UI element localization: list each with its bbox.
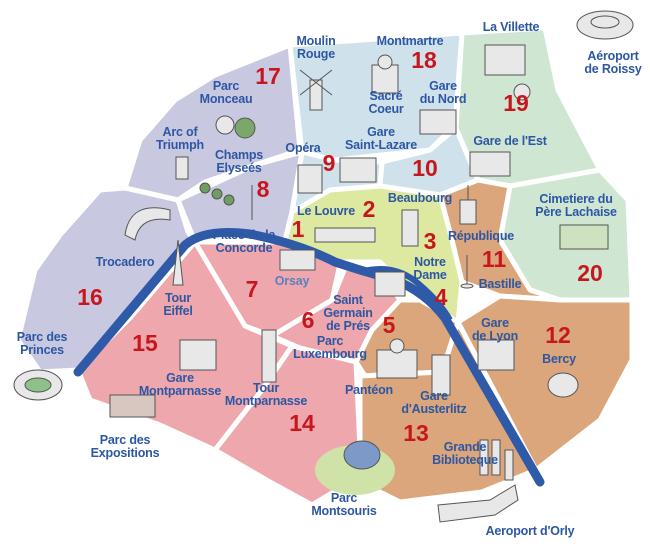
label-gare-de-lest: Gare de l'Est bbox=[473, 134, 547, 148]
parc-montsouris-icon bbox=[315, 440, 395, 495]
label-republique: République bbox=[447, 229, 515, 243]
seine-island-arm bbox=[359, 266, 453, 322]
arc-de-triomphe-icon bbox=[175, 156, 189, 180]
gare-austerlitz-icon bbox=[431, 354, 451, 396]
arrondissement-number-16: 16 bbox=[77, 284, 103, 310]
arrondissement-number-10: 10 bbox=[412, 155, 438, 181]
label-bastille: Bastille bbox=[478, 277, 522, 291]
seine-river bbox=[73, 227, 545, 487]
arrondissement-number-17: 17 bbox=[255, 63, 281, 89]
label-le-louvre: Le Louvre bbox=[297, 204, 355, 218]
arrondissement-number-19: 19 bbox=[503, 90, 529, 116]
arrondissement-number-5: 5 bbox=[382, 312, 396, 338]
orly-airport-icon bbox=[437, 484, 519, 523]
parc-monceau-icon bbox=[215, 115, 256, 139]
arrondissement-number-1: 1 bbox=[291, 216, 305, 242]
label-opera: Opéra bbox=[285, 141, 321, 155]
windmill-icon bbox=[299, 69, 333, 111]
gare-saint-lazare-icon bbox=[339, 157, 377, 183]
label-trocadero: Trocadero bbox=[95, 255, 155, 269]
tour-montparnasse-icon bbox=[261, 329, 277, 383]
arrondissement-number-15: 15 bbox=[132, 330, 158, 356]
arrondissement-number-7: 7 bbox=[245, 276, 259, 302]
louvre-icon bbox=[314, 227, 376, 243]
orsay-icon bbox=[279, 249, 316, 271]
gare-de-lest-icon bbox=[469, 151, 511, 177]
gare-de-lyon-icon bbox=[477, 339, 515, 371]
roissy-airport-icon bbox=[576, 10, 634, 40]
notre-dame-icon bbox=[374, 271, 406, 297]
eiffel-tower-icon bbox=[172, 239, 184, 286]
label-montmartre: Montmartre bbox=[376, 34, 444, 48]
label-la-villette: La Villette bbox=[482, 20, 540, 34]
sacre-coeur-icon bbox=[371, 54, 399, 94]
label-panteon: Pantéon bbox=[345, 383, 393, 397]
pere-lachaise-icon bbox=[559, 224, 609, 250]
label-orsay: Orsay bbox=[274, 274, 310, 288]
grande-biblioteque-icon bbox=[479, 439, 514, 481]
arrondissement-number-9: 9 bbox=[322, 150, 336, 176]
la-villette-icon bbox=[484, 44, 531, 101]
parc-expositions-icon bbox=[109, 394, 156, 418]
republique-icon bbox=[459, 185, 477, 225]
arrondissement-number-4: 4 bbox=[434, 284, 448, 310]
champs-elysees-icon bbox=[199, 182, 253, 220]
arrondissement-number-6: 6 bbox=[301, 307, 315, 333]
arrondissement-number-3: 3 bbox=[423, 228, 437, 254]
arrondissement-number-14: 14 bbox=[289, 410, 315, 436]
trocadero-icon bbox=[124, 207, 171, 241]
parc-des-princes-icon bbox=[13, 369, 63, 401]
label-aeroport-orly: Aeroport d'Orly bbox=[485, 524, 575, 538]
arrondissement-number-18: 18 bbox=[411, 47, 437, 73]
arrondissement-number-8: 8 bbox=[256, 176, 270, 202]
bastille-icon bbox=[460, 255, 474, 289]
gare-du-nord-icon bbox=[419, 109, 457, 135]
beaubourg-icon bbox=[401, 209, 419, 247]
pantheon-icon bbox=[376, 338, 418, 379]
gare-montparnasse-icon bbox=[179, 339, 217, 371]
arrondissement-number-13: 13 bbox=[403, 420, 429, 446]
arrondissement-number-12: 12 bbox=[545, 322, 571, 348]
arrondissement-number-20: 20 bbox=[577, 260, 603, 286]
arrondissement-number-2: 2 bbox=[362, 196, 376, 222]
label-beaubourg: Beaubourg bbox=[387, 191, 453, 205]
arrondissement-number-11: 11 bbox=[481, 246, 507, 272]
bercy-icon bbox=[547, 372, 579, 398]
label-bercy: Bercy bbox=[542, 352, 576, 366]
opera-icon bbox=[297, 164, 323, 194]
